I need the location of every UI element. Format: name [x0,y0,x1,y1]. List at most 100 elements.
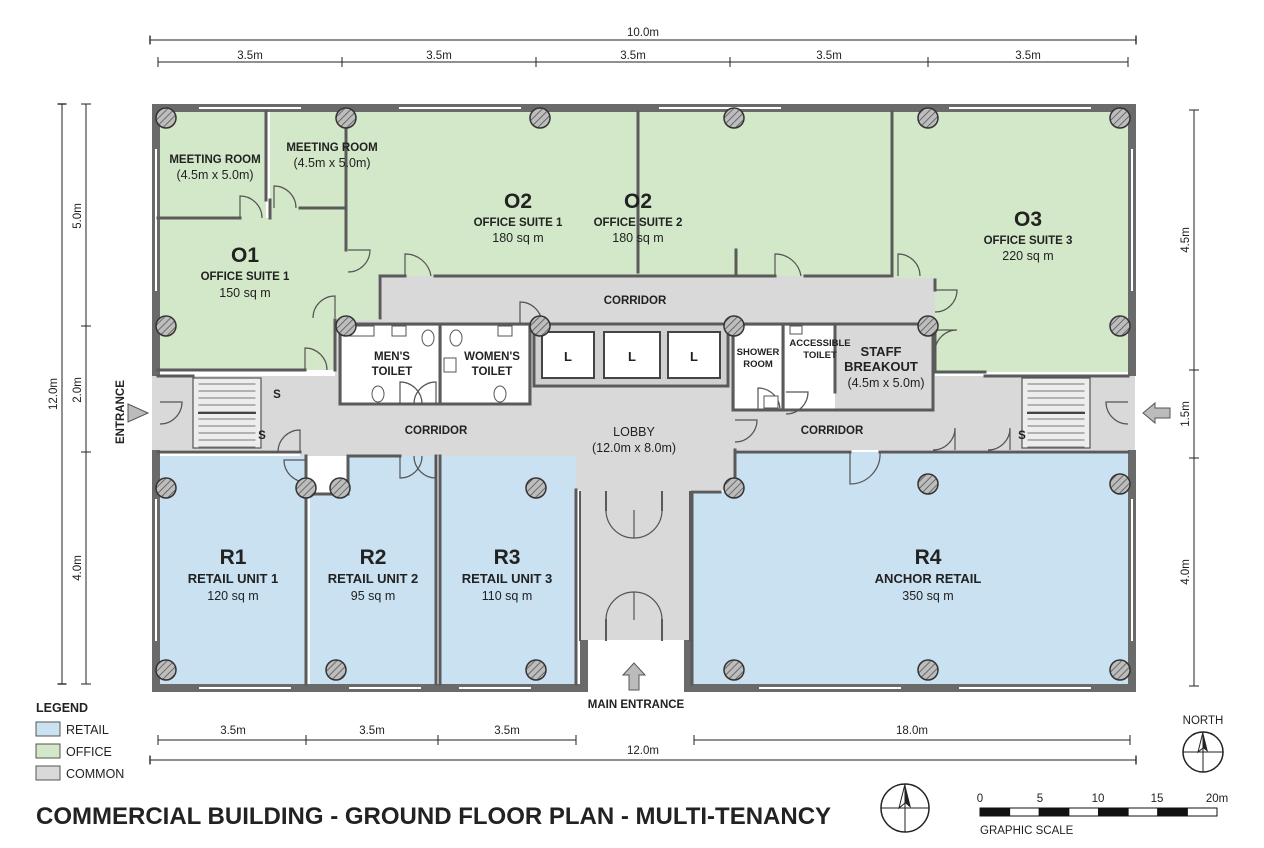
fixtures [349,325,803,409]
dim-right-1: 4.5m [1180,227,1192,253]
scale-bar-segment [1098,807,1129,817]
main-entrance-arrow-icon [621,662,647,691]
dim-right-2: 1.5m [1180,401,1192,427]
office-meeting-room-2 [270,110,346,208]
meeting-room-2-size: (4.5m x 5.0m) [293,156,370,170]
meeting-room-1-size: (4.5m x 5.0m) [176,168,253,182]
scale-bar-segment [1157,807,1188,817]
r1-area: 120 sq m [207,589,258,603]
o1-name: OFFICE SUITE 1 [201,271,290,283]
lobby-size: (12.0m x 8.0m) [592,441,676,455]
column-17 [723,477,745,499]
column-6 [1109,107,1131,129]
corridor-west: CORRIDOR [405,425,468,437]
column-12 [1109,315,1131,337]
staff-size: (4.5m x 5.0m) [847,376,924,390]
legend-swatch-office [35,743,61,759]
o3-area: 220 sq m [1002,249,1053,263]
column-5 [917,107,939,129]
r2-area: 95 sq m [351,589,395,603]
lobby-name: LOBBY [613,425,655,439]
scale-tick-10: 10 [1092,793,1105,805]
office-meeting-room-1 [158,110,266,218]
stair-treads [198,383,1085,448]
columns [155,107,1131,681]
entrances: ENTRANCE MAIN ENTRANCE [115,380,1171,711]
mens-toilet-line1: MEN'S [374,351,410,363]
lift-car-3 [667,331,721,379]
o1-code: O1 [231,244,259,267]
o2a-name: OFFICE SUITE 1 [474,217,563,229]
legend-label-office: OFFICE [66,745,112,759]
meeting-room-1-name: MEETING ROOM [169,154,260,166]
dim-bottom-3: 3.5m [494,725,520,737]
o2a-code: O2 [504,190,532,213]
r1-code: R1 [220,546,247,569]
column-7 [155,315,177,337]
stair-e1: S [1018,430,1026,442]
dim-top-total: 10.0m [627,27,659,39]
dim-top-5: 3.5m [1015,50,1041,62]
lifts [541,331,721,379]
o3-name: OFFICE SUITE 3 [984,235,1073,247]
doors [159,185,1129,621]
dimension-labels: 10.0m 3.5m 3.5m 3.5m 3.5m 3.5m 12.0m 5.0… [48,27,1192,757]
north-arrow-small-icon: NORTH [1182,715,1224,773]
north-label: NORTH [1183,715,1224,727]
retail-unit-r3 [440,456,576,684]
o3-code: O3 [1014,208,1042,231]
office-suite-o3 [892,110,1132,372]
mens-toilet-line2: TOILET [372,366,413,378]
lift-1-label: L [564,349,572,364]
dim-left-total: 12.0m [48,378,60,410]
staff-line2: BREAKOUT [844,359,918,374]
r2-code: R2 [360,546,387,569]
scale-bar-segment [1009,807,1040,817]
dim-top-2: 3.5m [426,50,452,62]
r3-name: RETAIL UNIT 3 [462,571,553,586]
legend-swatch-retail [35,721,61,737]
scale-bar-segment [1127,807,1159,817]
retail-unit-r1 [158,456,306,684]
accessible-line1: ACCESSIBLE [789,338,850,349]
west-entrance-arrow-icon [127,403,150,423]
dim-right-3: 4.0m [1180,559,1192,585]
dim-left-1: 5.0m [72,203,84,229]
column-11 [917,315,939,337]
scale-tick-15: 15 [1151,793,1164,805]
office-suite-o2-1 [346,110,638,276]
legend-title: LEGEND [36,701,88,715]
o2a-area: 180 sq m [492,231,543,245]
room-labels: MEETING ROOM (4.5m x 5.0m) MEETING ROOM … [169,142,1072,603]
column-4 [723,107,745,129]
column-21 [325,659,347,681]
r4-code: R4 [915,546,942,569]
scale-bar-segment [1068,807,1099,817]
shower-line1: SHOWER [737,347,780,358]
staff-line1: STAFF [861,344,902,359]
meeting-room-2-name: MEETING ROOM [286,142,377,154]
womens-toilet-line2: TOILET [472,366,513,378]
r3-code: R3 [494,546,521,569]
north-arrow-large-icon [880,783,930,833]
column-16 [525,477,547,499]
stair-w2: S [258,430,266,442]
dim-bottom-1: 3.5m [220,725,246,737]
o1-area: 150 sq m [219,286,270,300]
o2b-code: O2 [624,190,652,213]
o2b-name: OFFICE SUITE 2 [594,217,683,229]
legend-label-common: COMMON [66,767,124,781]
lift-3-label: L [690,349,698,364]
column-13 [155,477,177,499]
dimensions [57,35,1199,765]
dim-left-2: 2.0m [72,377,84,403]
office-suite-o1 [158,208,378,370]
office-suite-o2-2 [638,110,891,276]
scale-label: GRAPHIC SCALE [980,825,1074,837]
staff-breakout-room [835,326,930,406]
column-19 [1109,473,1131,495]
west-entrance-label: ENTRANCE [115,380,127,444]
lift-car-1 [541,331,595,379]
column-10 [723,315,745,337]
